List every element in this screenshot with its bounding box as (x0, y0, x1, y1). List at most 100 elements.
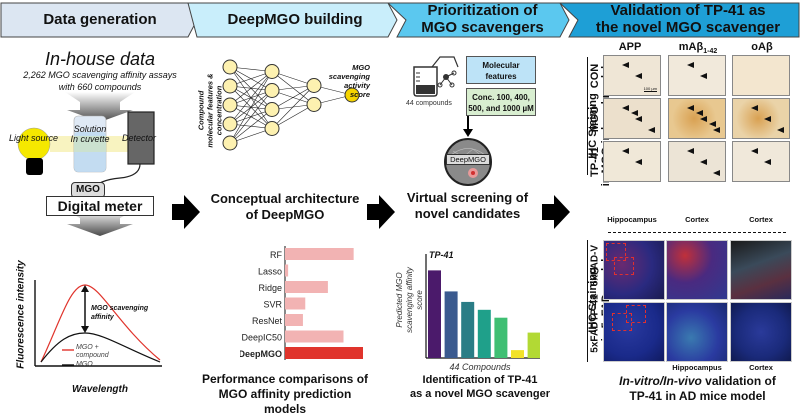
marker-arrow-icon (622, 62, 629, 68)
vbar-compound-7 (527, 332, 540, 358)
nn-node (264, 102, 280, 117)
nn-input-label: Compound molecular features & concentrat… (197, 61, 224, 161)
marker-arrow-icon (713, 127, 720, 133)
ranking-ylabel-text: Predicted MGO scavenging affinity score (395, 267, 424, 333)
caption-line-1: Performance comparisons of (201, 372, 369, 386)
ihc-panel-con-app: 100 µm (603, 55, 661, 96)
row-label-tp41: TP-41 (589, 147, 601, 177)
caption-italic: In-vitro/In-vivo (619, 374, 702, 388)
caption-line-2: MGO affinity prediction models (218, 387, 352, 416)
region-cortex-1: Cortex (685, 215, 709, 224)
fluorescence-ylabel: Fluorescence intensity (15, 260, 27, 369)
in-house-title: In-house data (44, 49, 156, 69)
nn-input-label-1: Compound (196, 90, 206, 131)
vbar-compound-4 (477, 309, 491, 358)
ranking-ylabel: Predicted MGO scavenging affinity score (395, 260, 425, 340)
compound-ranking-chart (425, 254, 540, 359)
hbar-label-lasso: Lasso (258, 267, 282, 277)
legend-mgo: MGO (76, 361, 93, 368)
stage-header (0, 2, 800, 38)
identification-caption: Identification of TP-41 as a novel MGO s… (405, 373, 555, 401)
digital-meter-box: Digital meter (46, 196, 154, 216)
ranking-xlabel: 44 Compounds (449, 362, 511, 372)
nn-edge (229, 71, 273, 144)
neural-network-diagram (222, 59, 360, 151)
vbar-compound-5 (494, 317, 508, 358)
hbar-deepmgo (285, 347, 363, 359)
vbar-compound-2 (444, 291, 458, 358)
row-label-mgo: MGO (589, 105, 601, 133)
nn-node (306, 97, 322, 112)
roi-box (606, 243, 626, 261)
affinity-annotation-2: affinity (91, 314, 114, 321)
concentration-box: Conc. 100, 400, 500, and 1000 µM (466, 88, 536, 116)
region-fad-hippocampus: Hippocampus (672, 363, 722, 372)
hbar-label-ridge: Ridge (258, 283, 282, 293)
fluorescence-panel-5xfad-tp41-2 (666, 302, 728, 362)
vbar-compound-3 (461, 301, 475, 358)
hbar-lasso (285, 264, 289, 277)
nn-node (222, 135, 238, 151)
fluorescence-panel-5xfad-v-2 (666, 240, 728, 300)
compound-beaker-icon (413, 56, 459, 97)
row-label-con: CON (589, 63, 601, 89)
fad-group-divider (587, 240, 588, 362)
in-house-subtitle-2: with 660 compounds (58, 82, 142, 92)
marker-arrow-icon (713, 170, 720, 176)
fluorescence-panel-5xfad-tp41-1 (603, 302, 665, 362)
caption-line-2: as a novel MGO scavenger (409, 388, 550, 400)
solution-label-1: Solution (73, 124, 107, 134)
validation-caption: In-vitro/In-vivo validation of TP-41 in … (595, 374, 800, 404)
marker-arrow-icon (631, 110, 638, 116)
region-cortex-2: Cortex (749, 215, 773, 224)
conc-line-2: 500, and 1000 µM (468, 104, 534, 113)
nn-output-label-4: score (349, 90, 370, 99)
nn-edge (229, 109, 273, 144)
nn-node (222, 78, 238, 94)
caption-rest: validation of (701, 374, 776, 388)
scale-bar-label: 100 µm (643, 86, 657, 92)
caption-line-1: Virtual screening of (406, 190, 529, 205)
conceptual-architecture-caption: Conceptual architecture of DeepMGO (205, 191, 365, 223)
row-label-5xfad-v: 5xFAD-V (589, 244, 601, 287)
wavelength-xlabel: Wavelength (72, 384, 128, 395)
stage-4-label: Validation of TP-41 as the novel MGO sca… (595, 2, 781, 36)
marker-arrow-icon (700, 116, 707, 122)
nn-edge (229, 71, 273, 125)
funnel-arrow-2-icon (65, 210, 135, 236)
nn-node (222, 59, 238, 75)
stage-1-chevron (0, 2, 198, 38)
col-mab-sub: 1-42 (703, 48, 718, 56)
nn-node (306, 78, 322, 93)
hbar-label-rf: RF (270, 250, 282, 260)
fluorescence-panel-5xfad-tp41-3 (730, 302, 792, 362)
col-header-mab: mAβ1-42 (668, 41, 728, 55)
nn-edge (271, 85, 315, 110)
marker-arrow-icon (751, 105, 758, 111)
caption-line-1: Conceptual architecture (210, 191, 360, 206)
nn-edge (229, 90, 273, 144)
nn-edge (271, 104, 315, 129)
nn-output-label-2: scavenging (328, 72, 370, 81)
marker-arrow-icon (635, 116, 642, 122)
caption-line-1: In-vitro/In-vivo validation of (595, 374, 800, 389)
molecular-features-box: Molecular features (466, 56, 536, 84)
stage-3-label: Prioritization of MGO scavengers (421, 2, 544, 36)
down-arrow-icon (463, 116, 473, 137)
ihc-panel-tp-41-app (603, 141, 661, 182)
marker-arrow-icon (777, 127, 784, 133)
stage-4-chevron (558, 2, 800, 38)
flow-arrow-3-icon (542, 195, 570, 229)
solution-label-2: In cuvette (70, 134, 110, 144)
mgo-curve (40, 332, 161, 363)
affinity-annotation-1: MGO scavenging (91, 305, 149, 312)
compounds-count-label: 44 compounds (406, 100, 452, 107)
ihc-panel-con-oab (732, 55, 790, 96)
nn-node (264, 121, 280, 136)
nn-edge (229, 71, 273, 106)
stage-1-label: Data generation (43, 11, 157, 28)
nn-node (222, 97, 238, 113)
ihc-panel-tp-41-mab (668, 141, 726, 182)
nn-node (222, 116, 238, 132)
nn-output-label-1: MGO (352, 63, 370, 72)
